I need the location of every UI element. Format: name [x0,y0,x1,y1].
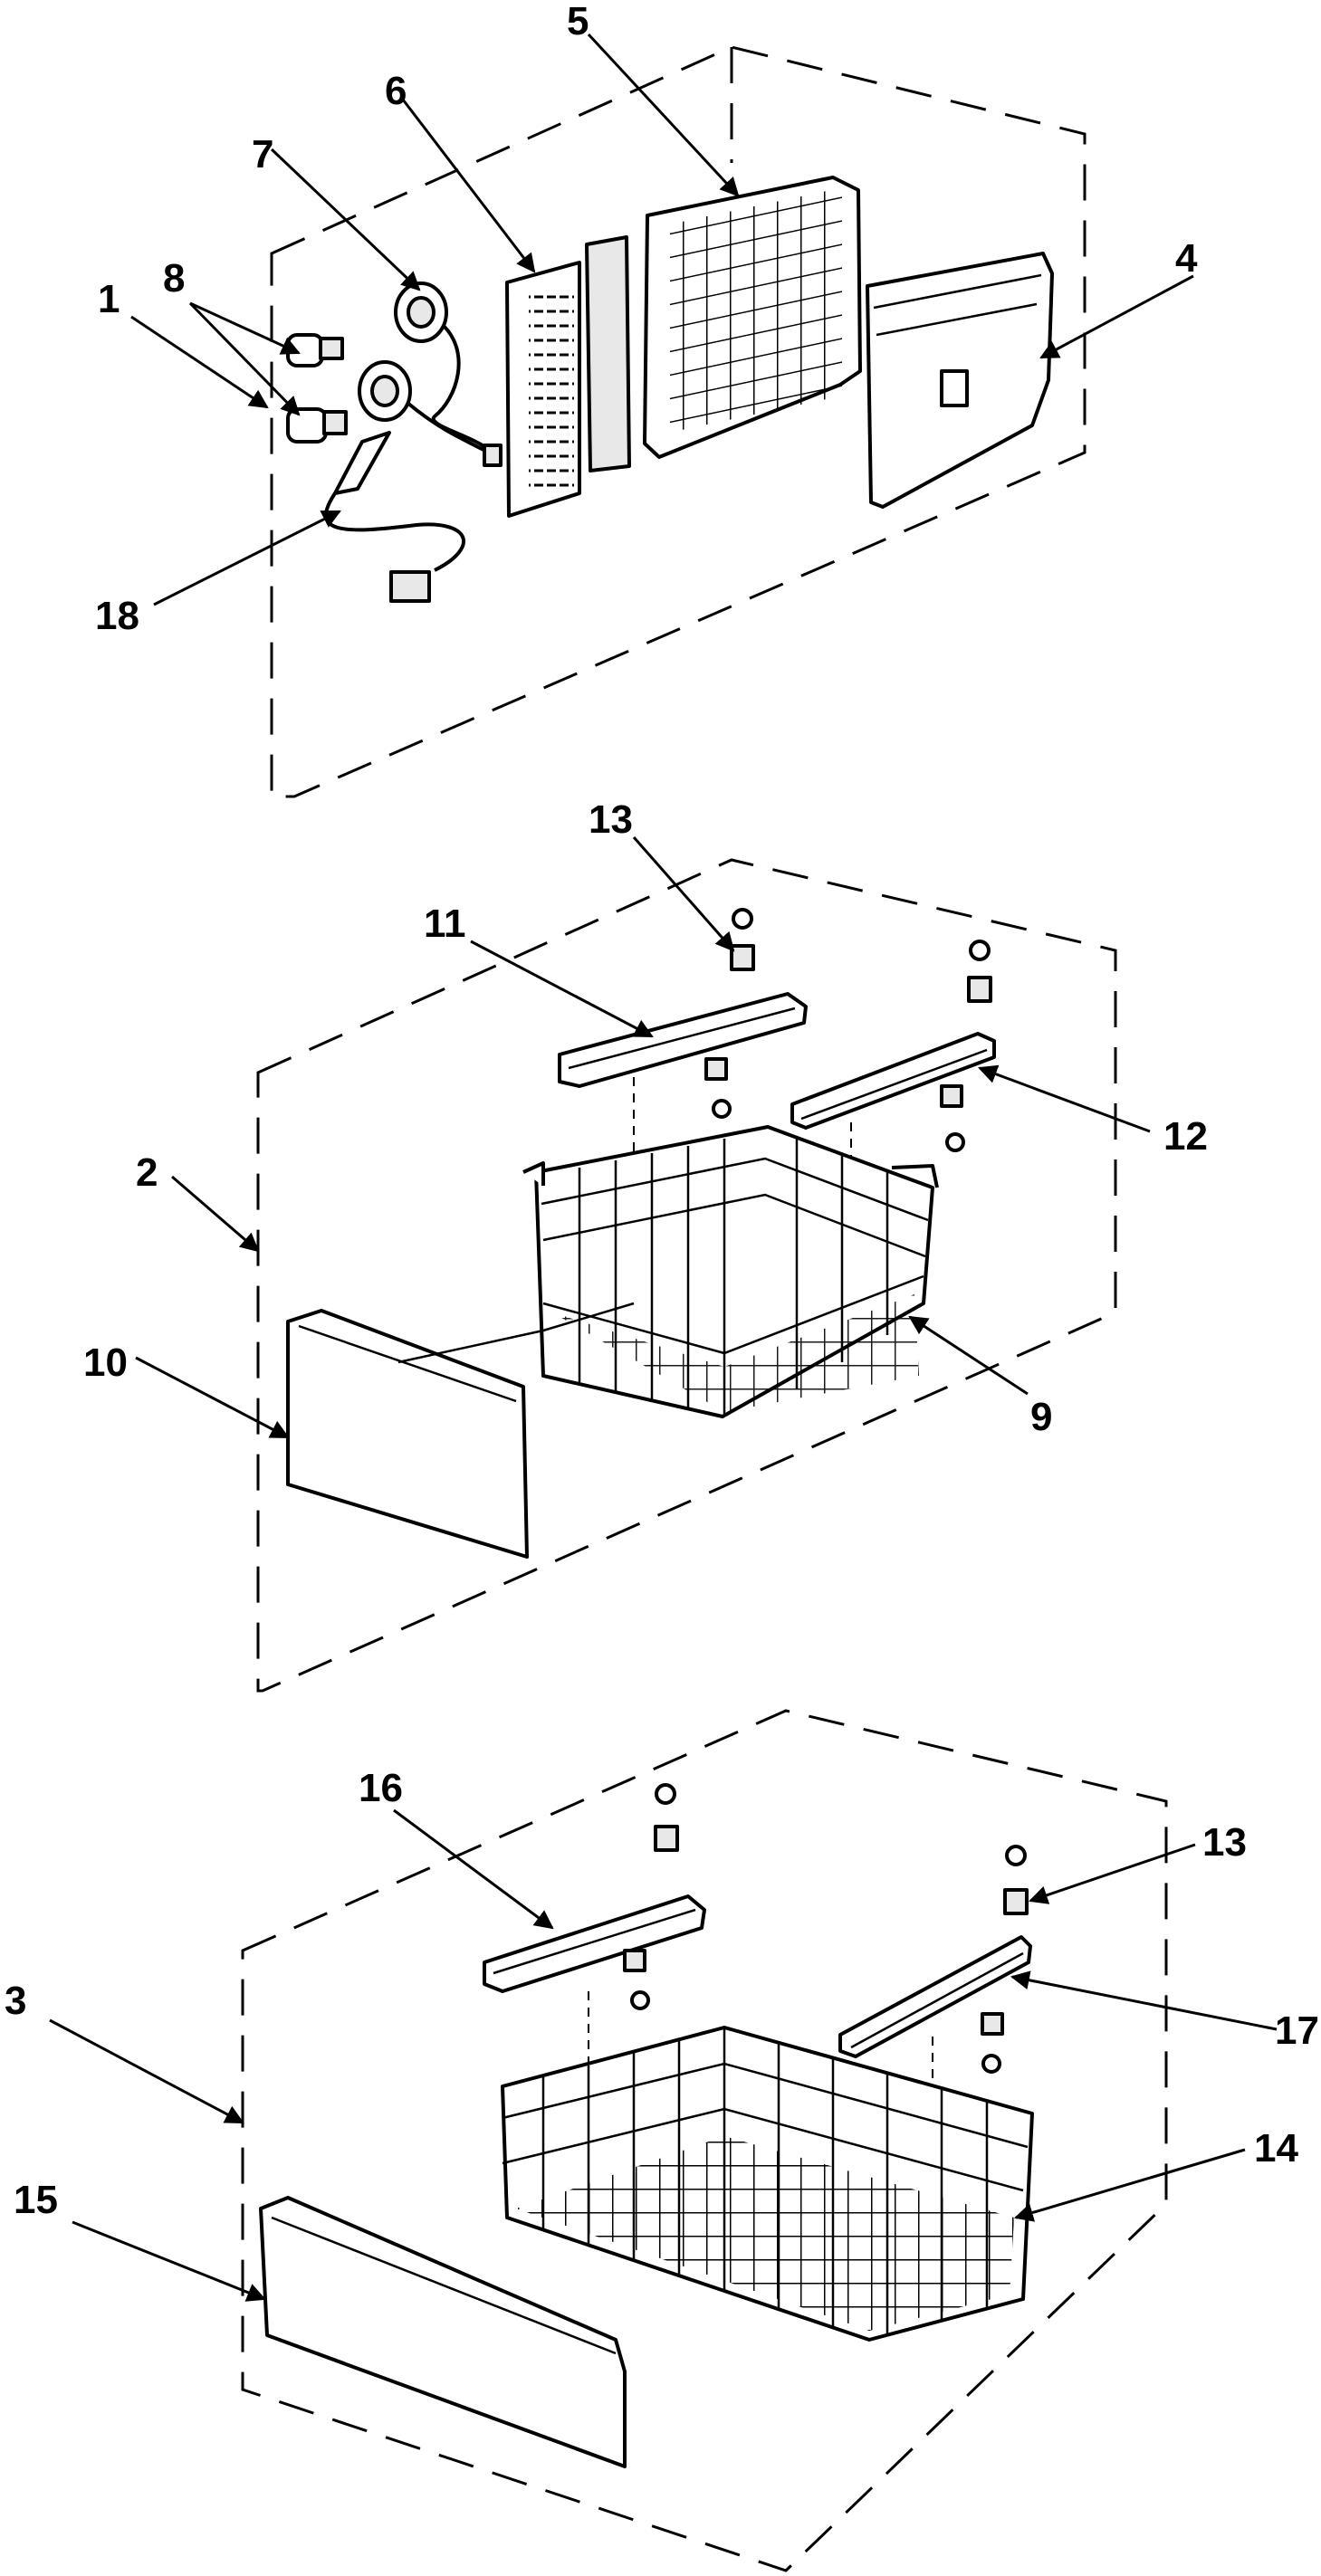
part-9-wire-basket [522,1125,939,1418]
callout-13-bottom: 13 [1202,1820,1247,1865]
part-17-right-rail [838,1935,1032,2058]
callout-7: 7 [252,132,273,177]
callout-6: 6 [385,69,407,113]
callout-labels: 1 2 3 4 5 6 7 8 9 10 11 12 13 13 14 15 1… [5,0,1319,2222]
callout-16: 16 [359,1766,403,1810]
callout-13-middle: 13 [589,797,633,842]
top-assembly-group [270,45,1086,798]
callout-11: 11 [424,902,466,946]
callout-4: 4 [1175,236,1198,281]
part-13-clips-bottom [623,1783,1029,2074]
middle-assembly-group [256,858,1117,1693]
bottom-assembly-group [241,1709,1168,2572]
part-14-wire-basket [501,2026,1034,2342]
callout-8: 8 [163,256,185,301]
part-6-slotted-duct [505,235,631,518]
callout-1: 1 [98,277,120,321]
callout-3: 3 [5,1979,26,2023]
callout-15: 15 [14,2178,58,2222]
callout-14: 14 [1254,2126,1298,2171]
callout-5: 5 [567,0,589,43]
callout-17: 17 [1275,2008,1319,2053]
part-13-clips-middle [704,908,992,1152]
callout-2: 2 [136,1150,158,1195]
part-18-sensor [324,431,465,603]
callout-18: 18 [95,594,139,638]
part-5-grid-panel [643,176,862,459]
part-4-rear-panel [866,252,1054,509]
callout-10: 10 [83,1340,128,1385]
leader-lines [49,33,1278,2302]
part-15-front-panel [259,2196,627,2468]
callout-9: 9 [1030,1395,1052,1439]
part-10-front-panel [286,1302,635,1559]
part-16-left-rail [483,1894,706,1993]
callout-12: 12 [1163,1114,1208,1159]
part-12-right-rail [790,1032,996,1130]
part-11-left-rail [558,992,808,1088]
part-7-fan-motor [358,281,503,467]
